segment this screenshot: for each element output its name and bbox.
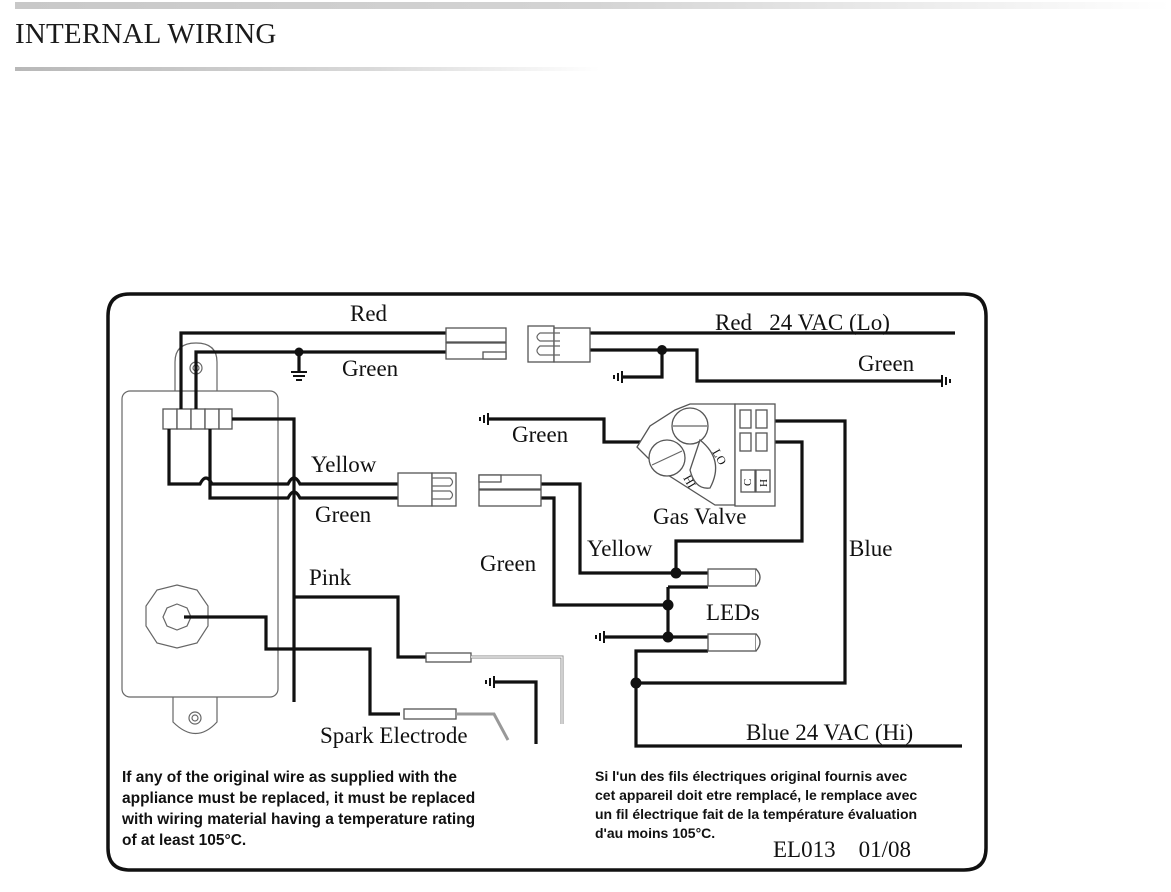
note-english: If any of the original wire as supplied … <box>121 769 475 849</box>
wire-green-left <box>208 429 400 500</box>
connector-top-right <box>527 325 591 363</box>
label-blue-24vac-hi: Blue 24 VAC (Hi) <box>746 720 913 745</box>
valve-hi-label: HI <box>680 473 698 491</box>
note-french-line: Si l'un des fils électriques original fo… <box>595 768 907 784</box>
flame-sensor <box>425 652 564 724</box>
label-green-left: Green <box>315 502 372 527</box>
note-english-line: If any of the original wire as supplied … <box>122 769 457 786</box>
spark-electrode <box>403 708 510 741</box>
ignition-module <box>121 342 279 735</box>
label-yellow-left: Yellow <box>311 452 377 477</box>
label-blue: Blue <box>849 536 892 561</box>
label-spark-electrode: Spark Electrode <box>320 723 468 748</box>
label-green-valve: Green <box>512 422 569 447</box>
wire-blue <box>636 419 847 685</box>
wires <box>167 331 962 748</box>
wire-green-mid <box>541 496 668 607</box>
label-pink: Pink <box>309 565 352 590</box>
connector-top-left <box>445 327 507 360</box>
wire-pink <box>294 595 426 659</box>
wire-green-right <box>590 348 942 383</box>
note-french: Si l'un des fils électriques original fo… <box>595 768 917 841</box>
wire-blue-24vac-hi <box>634 649 962 748</box>
top-divider <box>15 2 1171 9</box>
note-english-line: appliance must be replaced, it must be r… <box>122 790 475 807</box>
label-yellow-mid: Yellow <box>587 536 653 561</box>
page-title: INTERNAL WIRING <box>15 18 277 50</box>
diagram-frame <box>106 292 988 872</box>
connector-mid-left <box>397 472 457 507</box>
note-french-line: un fil électrique fait de la température… <box>595 806 917 822</box>
wire-green-top <box>194 350 446 409</box>
valve-c-label: C <box>742 479 754 486</box>
note-french-line: d'au moins 105°C. <box>595 825 715 841</box>
wire-red <box>179 331 446 409</box>
note-english-line: of at least 105°C. <box>122 832 246 849</box>
terminal-block <box>162 408 233 430</box>
mount-hole-icon <box>188 711 202 725</box>
label-green-right: Green <box>858 351 915 376</box>
led-bottom <box>707 633 761 652</box>
label-leds: LEDs <box>706 600 760 625</box>
label-red-24vac-lo: Red 24 VAC (Lo) <box>715 310 890 335</box>
led-top <box>707 568 761 587</box>
spark-terminal-icon <box>145 584 209 649</box>
connector-mid-right <box>478 474 542 507</box>
wire-yellow-left <box>232 417 296 702</box>
wire-yellow-mid <box>541 482 708 575</box>
gas-valve: C H LO HI <box>636 403 776 507</box>
note-english-line: with wiring material having a temperatur… <box>121 811 475 828</box>
label-green-mid: Green <box>480 551 537 576</box>
label-green-top: Green <box>342 356 399 381</box>
label-red: Red <box>350 301 388 326</box>
ground-icon <box>291 371 951 688</box>
document-code: EL013 01/08 <box>773 837 911 862</box>
label-gas-valve: Gas Valve <box>653 504 746 529</box>
wire-spark <box>184 615 400 716</box>
junctions <box>294 345 682 689</box>
title-underline <box>15 67 600 71</box>
note-french-line: cet appareil doit etre remplacé, le remp… <box>595 787 917 803</box>
valve-h-label: H <box>758 479 770 487</box>
